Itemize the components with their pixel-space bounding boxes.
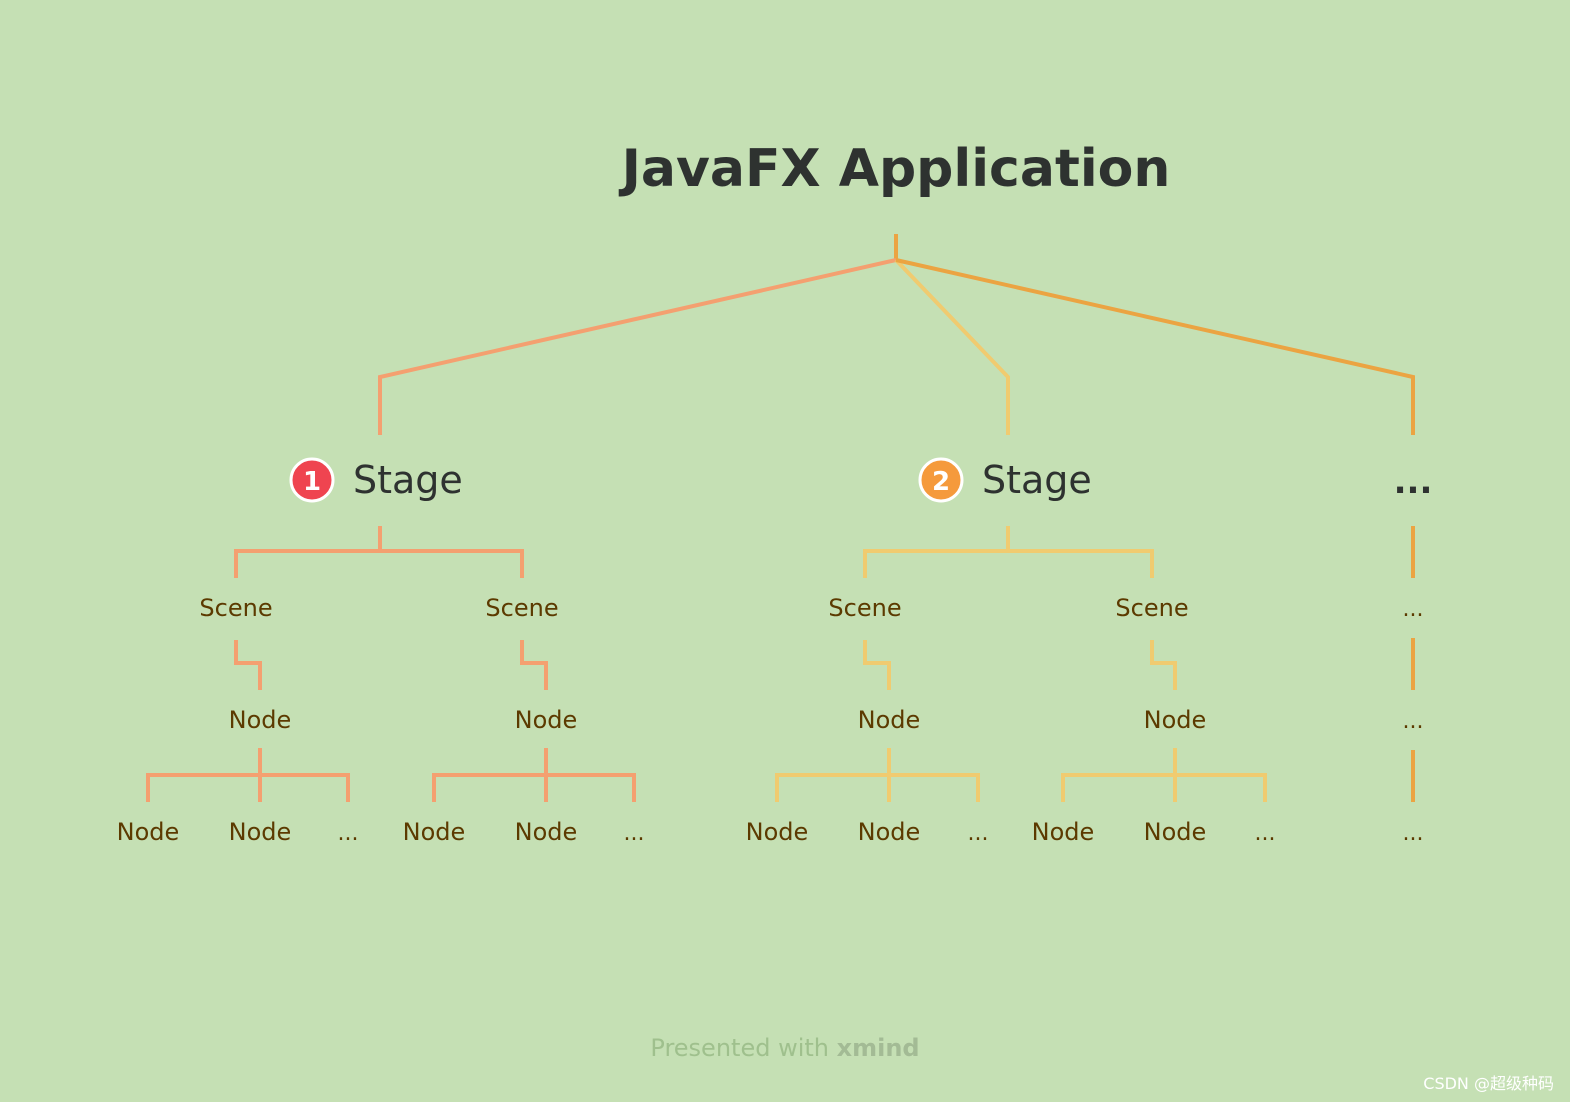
node-1-1-more[interactable]: ...	[338, 821, 359, 846]
node-1-2[interactable]: Node	[515, 706, 578, 734]
branch-3-level-3-ellipsis[interactable]: ...	[1403, 709, 1424, 734]
branch1-connector	[378, 258, 897, 435]
node-2-1-1[interactable]: Node	[746, 818, 809, 846]
branch-3-level-2-ellipsis[interactable]: ...	[1403, 597, 1424, 622]
node-2-2-more[interactable]: ...	[1255, 821, 1276, 846]
root-title[interactable]: JavaFX Application	[619, 139, 1171, 199]
priority-1-icon: 1	[289, 457, 335, 503]
node-2-2-1[interactable]: Node	[1032, 818, 1095, 846]
xmind-brand: xmind	[836, 1034, 920, 1062]
branch1-subtree-connectors	[146, 526, 636, 802]
stage-1-label: Stage	[353, 458, 463, 502]
node-2-1[interactable]: Node	[858, 706, 921, 734]
node-2-2-2[interactable]: Node	[1144, 818, 1207, 846]
svg-text:2: 2	[932, 467, 950, 497]
branch-3-level-4-ellipsis[interactable]: ...	[1403, 821, 1424, 846]
node-1-2-more[interactable]: ...	[624, 821, 645, 846]
node-1-2-1[interactable]: Node	[403, 818, 466, 846]
node-2-1-2[interactable]: Node	[858, 818, 921, 846]
svg-text:1: 1	[303, 467, 321, 497]
node-1-2-2[interactable]: Node	[515, 818, 578, 846]
node-1-1-2[interactable]: Node	[229, 818, 292, 846]
node-2-2[interactable]: Node	[1144, 706, 1207, 734]
branch3-connector	[895, 258, 1415, 435]
priority-2-icon: 2	[918, 457, 964, 503]
scene-2-2[interactable]: Scene	[1115, 594, 1188, 622]
footer-credit: Presented with xmind	[0, 1034, 1570, 1062]
stage-1-topic[interactable]: 1 Stage	[289, 457, 463, 503]
branch-3-ellipsis[interactable]: ...	[1394, 462, 1433, 502]
connectors	[146, 234, 1415, 802]
branch2-connector	[894, 258, 1010, 435]
node-1-1[interactable]: Node	[229, 706, 292, 734]
node-2-1-more[interactable]: ...	[968, 821, 989, 846]
footer-prefix: Presented with	[650, 1034, 837, 1062]
stage-2-label: Stage	[982, 458, 1092, 502]
branch2-subtree-connectors	[775, 526, 1267, 802]
csdn-watermark: CSDN @超级种码	[1423, 1074, 1554, 1093]
scene-1-1[interactable]: Scene	[199, 594, 272, 622]
scene-2-1[interactable]: Scene	[828, 594, 901, 622]
stage-2-topic[interactable]: 2 Stage	[918, 457, 1092, 503]
scene-1-2[interactable]: Scene	[485, 594, 558, 622]
node-1-1-1[interactable]: Node	[117, 818, 180, 846]
